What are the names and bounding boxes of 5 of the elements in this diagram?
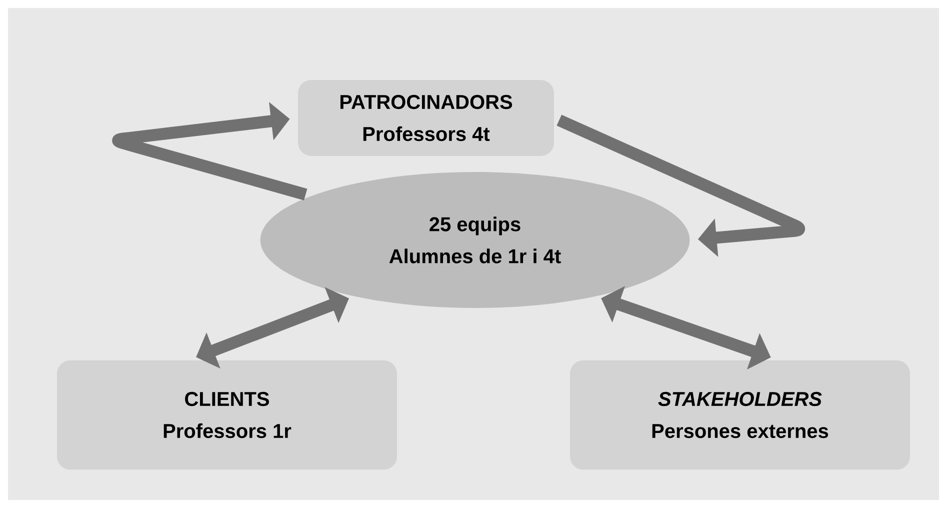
rounded-box: STAKEHOLDERS Persones externes [570,360,910,470]
arrow [114,102,308,200]
rounded-box: PATROCINADORS Professors 4t [298,80,554,156]
rounded-box: CLIENTS Professors 1r [57,360,397,470]
arrow [556,114,804,257]
